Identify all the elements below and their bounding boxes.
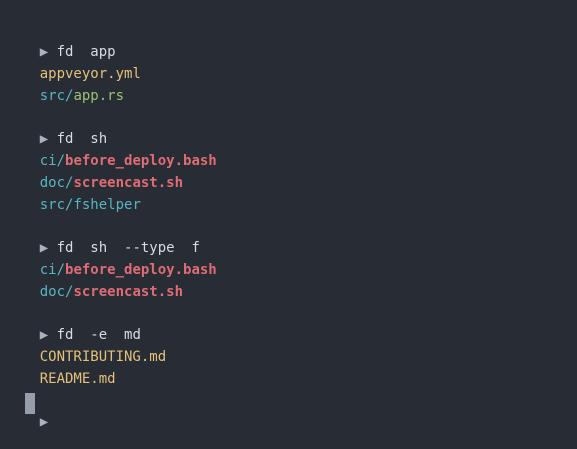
command-text: fd sh --type f — [56, 240, 200, 256]
command-line: ▶ fd sh --type f — [6, 221, 200, 256]
result-line: ci/before_deploy.bash — [6, 243, 217, 278]
result-dir: src/ — [39, 197, 74, 213]
command-text: fd sh — [56, 131, 108, 147]
result-file: screencast.sh — [73, 284, 184, 300]
text-cursor[interactable] — [25, 393, 35, 414]
result-dir: ci/ — [39, 153, 66, 169]
prompt-arrow-icon: ▶ — [39, 414, 49, 430]
result-file: before_deploy.bash — [65, 153, 217, 169]
result-file: before_deploy.bash — [65, 262, 217, 278]
command-line: ▶ fd app — [6, 25, 116, 60]
result-line: README.md — [6, 352, 116, 387]
result-line: CONTRIBUTING.md — [6, 330, 166, 365]
result-dir: src/ — [39, 88, 74, 104]
command-text: fd app — [56, 44, 116, 60]
result-line: src/app.rs — [6, 69, 124, 104]
result-file: appveyor.yml — [39, 66, 141, 82]
result-dir: doc/ — [39, 175, 74, 191]
result-file: app.rs — [73, 88, 125, 104]
result-line: doc/screencast.sh — [6, 156, 183, 191]
prompt-arrow-icon: ▶ — [39, 44, 49, 60]
command-line: ▶ fd -e md — [6, 308, 141, 343]
prompt-arrow-icon: ▶ — [39, 240, 49, 256]
result-file: fshelper — [73, 197, 141, 213]
command-line: ▶ fd sh — [6, 112, 107, 147]
result-line: ci/before_deploy.bash — [6, 134, 217, 169]
terminal-window[interactable]: ▶ fd app appveyor.yml src/app.rs ▶ fd sh… — [0, 0, 577, 430]
result-dir: ci/ — [39, 262, 66, 278]
command-text: fd -e md — [56, 327, 141, 343]
result-dir: doc/ — [39, 284, 74, 300]
prompt-arrow-icon: ▶ — [39, 131, 49, 147]
result-file: CONTRIBUTING.md — [39, 349, 167, 365]
prompt-arrow-icon: ▶ — [39, 327, 49, 343]
result-line: src/fshelper — [6, 178, 141, 213]
result-line: appveyor.yml — [6, 47, 141, 82]
result-file: README.md — [39, 371, 116, 387]
result-file: screencast.sh — [73, 175, 184, 191]
result-line: doc/screencast.sh — [6, 265, 183, 300]
